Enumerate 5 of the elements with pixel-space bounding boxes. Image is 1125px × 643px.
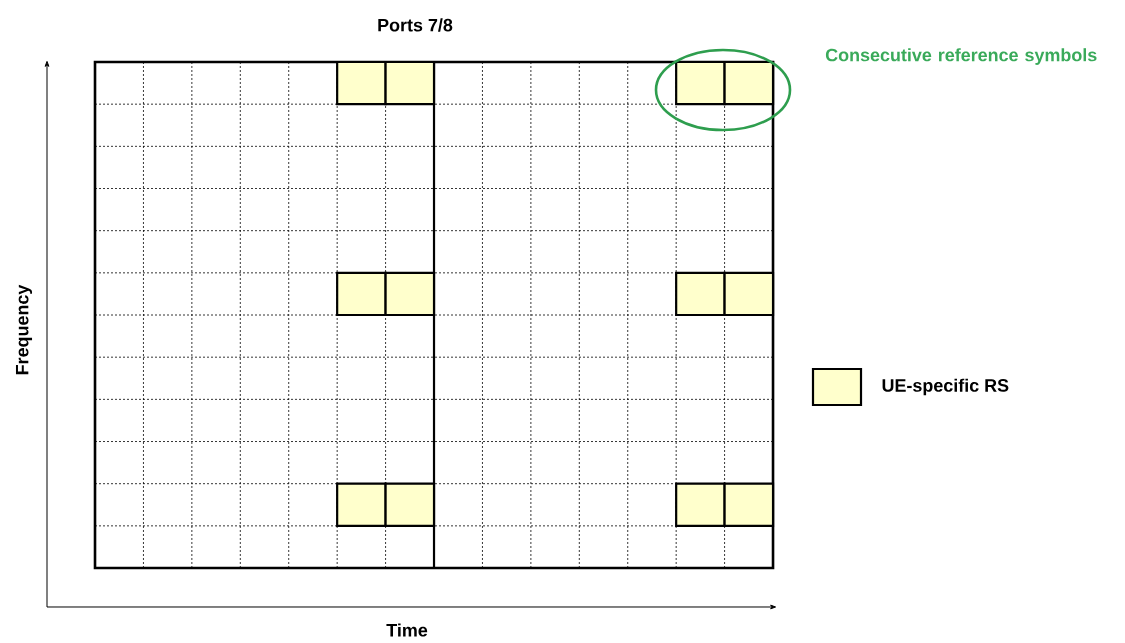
legend-label: UE-specific RS (882, 378, 1009, 396)
axis-label: Time (386, 623, 428, 637)
annotation-text: Consecutive reference symbols (825, 48, 1097, 65)
chart-title: Ports 7/8 (378, 18, 453, 32)
axis-label: Frequency (15, 284, 33, 375)
